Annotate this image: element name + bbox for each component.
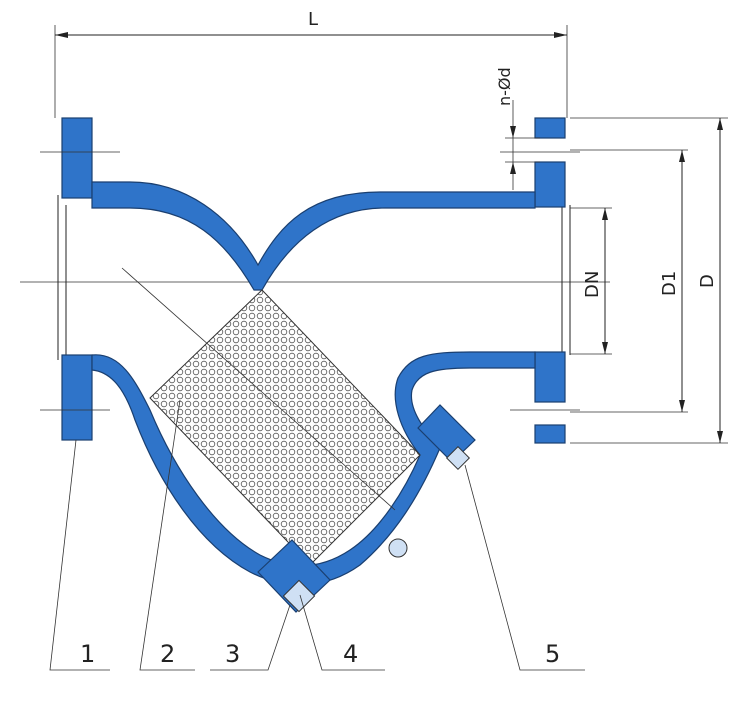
dimension-d1 (570, 149, 688, 413)
left-flange (40, 117, 120, 441)
callout-leaders (49, 399, 585, 671)
dimension-length (54, 25, 568, 118)
part-label-5: 5 (545, 640, 560, 668)
bottom-cover (257, 538, 408, 613)
label-length: L (308, 9, 318, 30)
screen-axis (121, 267, 396, 511)
part-label-1: 1 (80, 640, 95, 668)
label-d: D (697, 274, 718, 288)
label-dn: DN (582, 271, 603, 298)
lower-body-wall (91, 351, 536, 586)
part-label-2: 2 (160, 640, 175, 668)
side-plug (417, 404, 476, 471)
dimension-dn (570, 207, 612, 355)
right-flange (500, 117, 580, 444)
part-label-3: 3 (225, 640, 240, 668)
label-d1: D1 (659, 271, 680, 296)
dimension-bolt-holes (505, 100, 540, 190)
label-bolt-holes: n-Ød (495, 67, 514, 106)
dimension-d (570, 117, 728, 444)
strainer-screen (149, 289, 421, 566)
upper-body-wall (91, 181, 536, 291)
part-label-4: 4 (343, 640, 358, 668)
